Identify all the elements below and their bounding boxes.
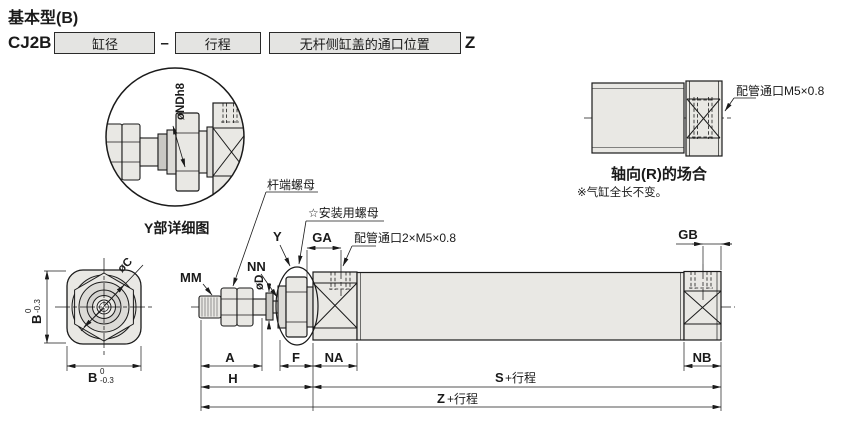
- detail-reference-ellipse: [275, 266, 319, 346]
- model-prefix: CJ2B: [8, 33, 52, 52]
- detail-caption: Y部详细图: [144, 220, 209, 236]
- dim-A: A: [225, 350, 235, 365]
- detail-ref-label: Y: [273, 229, 282, 244]
- svg-text:+行程: +行程: [447, 391, 478, 406]
- dim-NA: NA: [325, 350, 344, 365]
- dim-GB: GB: [678, 227, 698, 242]
- nut-thread-label: NN: [247, 259, 266, 274]
- svg-text:B: B: [88, 370, 97, 385]
- dim-H: H: [228, 371, 237, 386]
- svg-text:0: 0: [24, 308, 33, 313]
- rod-cover: [312, 271, 358, 341]
- svg-text:øNDh8: øNDh8: [175, 82, 187, 120]
- dim-GA: GA: [312, 230, 332, 245]
- detail-circle: [105, 67, 245, 207]
- head-cover: [683, 270, 722, 341]
- model-number-row: CJ2B 缸径 – 行程 无杆侧缸盖的通口位置 Z: [8, 31, 475, 55]
- axial-note: ※气缸全长不变。: [577, 185, 667, 199]
- axial-view: 配管通口M5×0.8 轴向(R)的场合 ※气缸全长不变。: [577, 80, 825, 199]
- leader-labels: MM NN øD Y 杆端螺母 ☆安装用螺母 配管通口2×M5×0.8: [180, 178, 456, 330]
- svg-text:S: S: [495, 370, 504, 385]
- dim-S-stroke: S +行程: [495, 370, 536, 385]
- rod-bushing-band: [265, 292, 274, 321]
- rod-thread-label: MM: [180, 270, 202, 285]
- boss-diameter-label: øNDh8: [175, 82, 187, 120]
- port-position-box: 无杆侧缸盖的通口位置: [268, 32, 461, 54]
- svg-text:B: B: [29, 315, 44, 324]
- dimension-lines: GA GB A F NA NB H S +行程 Z +行程: [200, 227, 732, 411]
- dim-Z-stroke: Z +行程: [437, 391, 478, 406]
- model-separator: –: [160, 34, 169, 52]
- axial-caption: 轴向(R)的场合: [611, 165, 708, 183]
- main-side-view: [191, 246, 735, 346]
- bore-size-box: 缸径: [54, 32, 156, 54]
- dim-F: F: [292, 350, 300, 365]
- washer: [277, 285, 287, 329]
- end-view: øC B 0 -0.3 B 0 -0.3: [24, 256, 153, 385]
- rod-end-nuts: [220, 287, 254, 327]
- piston-rod-thread: [198, 295, 222, 319]
- mounting-nut-label: ☆安装用螺母: [308, 205, 379, 220]
- pipe-port-label: 配管通口2×M5×0.8: [354, 230, 456, 245]
- svg-text:0: 0: [100, 367, 105, 376]
- detail-view-y: øNDh8 Y部详细图: [105, 67, 245, 236]
- piston-rod: [252, 298, 268, 316]
- stroke-box: 行程: [174, 32, 261, 54]
- rod-end-nut-label: 杆端螺母: [267, 178, 315, 192]
- svg-text:+行程: +行程: [505, 370, 536, 385]
- page-title: 基本型(B): [8, 10, 79, 27]
- flange-plate: [306, 286, 314, 328]
- dim-NB: NB: [693, 350, 712, 365]
- axial-port-label: 配管通口M5×0.8: [736, 83, 825, 98]
- rod-diameter-label: øD: [254, 275, 266, 290]
- mounting-nut: [285, 276, 308, 338]
- svg-text:Z: Z: [437, 391, 445, 406]
- cylinder-tube: [356, 271, 685, 341]
- model-suffix: Z: [464, 33, 476, 52]
- svg-text:-0.3: -0.3: [33, 299, 42, 313]
- width-dim-horizontal: B 0 -0.3: [88, 367, 114, 385]
- svg-text:øD: øD: [254, 275, 266, 290]
- width-dim-vertical: B 0 -0.3: [24, 299, 44, 324]
- svg-text:-0.3: -0.3: [100, 376, 114, 385]
